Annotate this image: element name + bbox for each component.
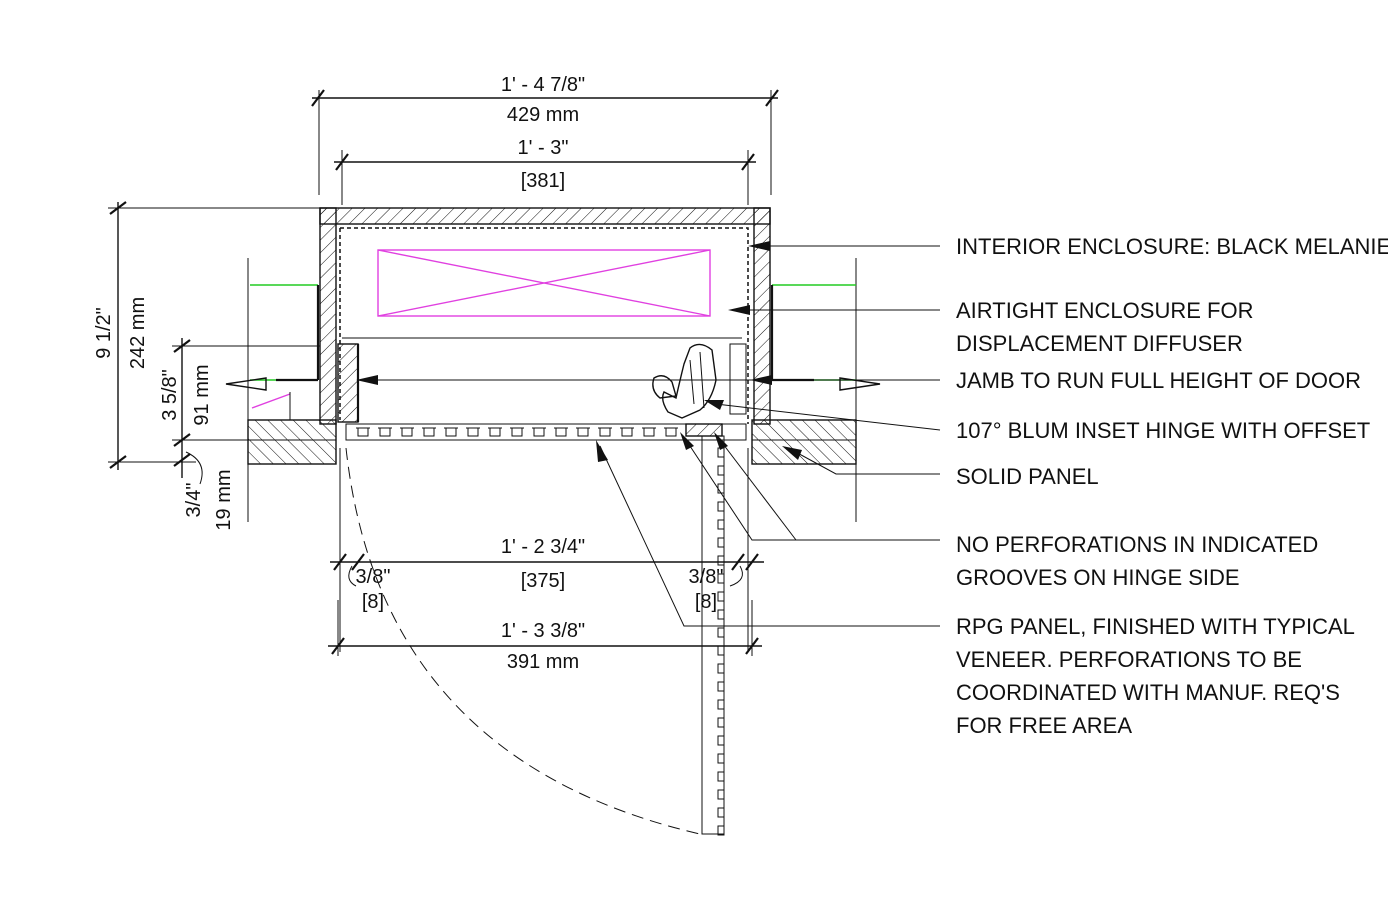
right-gap-imperial: 3/8" — [689, 566, 724, 588]
door-swing — [345, 435, 725, 836]
jamb-height-imperial: 3 5/8" — [159, 369, 181, 421]
panel-groove — [422, 427, 436, 437]
inner-width-metric: [381] — [521, 170, 565, 192]
right-cabinet-side — [751, 258, 881, 522]
jamb-height-metric: 91 mm — [191, 364, 213, 425]
bottom-panel-dimension: 1' - 2 3/4" [375] 3/8" [8] 3/8" [8] — [330, 448, 764, 652]
note-7-line-1: RPG PANEL, FINISHED WITH TYPICAL — [956, 614, 1355, 639]
note-2-line-1: AIRTIGHT ENCLOSURE FOR — [956, 298, 1253, 323]
panel-groove — [466, 427, 480, 437]
overall-width-metric: 429 mm — [507, 104, 579, 126]
panel-thickness-imperial: 3/4" — [183, 483, 205, 518]
panel-groove — [620, 427, 634, 437]
bottom-width-metric: 391 mm — [507, 651, 579, 673]
panel-groove — [598, 427, 612, 437]
top-overall-dimension: 1' - 4 7/8" 429 mm — [311, 74, 779, 195]
panel-width-metric: [375] — [521, 570, 565, 592]
door-notch — [717, 519, 725, 530]
height-metric: 242 mm — [127, 297, 149, 369]
door-notch — [717, 789, 725, 800]
panel-groove — [642, 427, 656, 437]
right-gap-metric: [8] — [695, 591, 717, 613]
hinge-icon — [652, 343, 717, 419]
panel-groove — [510, 427, 524, 437]
door-notch — [717, 735, 725, 746]
panel-groove — [576, 427, 590, 437]
note-1-line-1: INTERIOR ENCLOSURE: BLACK MELANIE — [956, 234, 1388, 259]
note-7-line-2: VENEER. PERFORATIONS TO BE — [956, 647, 1302, 672]
panel-groove — [444, 427, 458, 437]
panel-groove — [356, 427, 370, 437]
door-notch — [717, 717, 725, 728]
panel-groove — [554, 427, 568, 437]
top-inner-dimension: 1' - 3" [381] — [334, 137, 756, 205]
door-notch — [717, 555, 725, 566]
panel-groove — [532, 427, 546, 437]
door-notch — [717, 537, 725, 548]
door-notch — [717, 825, 725, 836]
bottom-width-imperial: 1' - 3 3/8" — [501, 620, 585, 642]
height-imperial: 9 1/2" — [93, 307, 115, 359]
panel-width-imperial: 1' - 2 3/4" — [501, 536, 585, 558]
door-notch — [717, 591, 725, 602]
overall-width-imperial: 1' - 4 7/8" — [501, 74, 585, 96]
panel-groove — [488, 427, 502, 437]
panel-groove — [664, 427, 678, 437]
note-7-line-3: COORDINATED WITH MANUF. REQ'S — [956, 680, 1340, 705]
door-notch — [717, 663, 725, 674]
note-4-line-1: 107° BLUM INSET HINGE WITH OFFSET — [956, 418, 1370, 443]
door-notch — [717, 501, 725, 512]
note-6-line-2: GROOVES ON HINGE SIDE — [956, 565, 1240, 590]
left-cabinet-side — [225, 258, 337, 522]
left-jamb-dimension: 3 5/8" 91 mm 3/4" 19 mm — [159, 338, 320, 531]
door-notch — [717, 771, 725, 782]
left-height-dimension: 9 1/2" 242 mm — [93, 201, 320, 470]
enclosure-body — [319, 207, 771, 425]
panel-groove — [378, 427, 392, 437]
note-2-line-2: DISPLACEMENT DIFFUSER — [956, 331, 1243, 356]
door-notch — [717, 483, 725, 494]
rpg-panel — [345, 423, 747, 441]
door-notch — [717, 681, 725, 692]
door-notch — [717, 573, 725, 584]
door-notch — [717, 753, 725, 764]
notes-list: INTERIOR ENCLOSURE: BLACK MELANIE AIRTIGH… — [956, 234, 1388, 738]
door-notch — [717, 645, 725, 656]
note-5-line-1: SOLID PANEL — [956, 464, 1099, 489]
door-notch — [717, 465, 725, 476]
note-7-line-4: FOR FREE AREA — [956, 713, 1132, 738]
left-gap-imperial: 3/8" — [356, 566, 391, 588]
panel-thickness-metric: 19 mm — [213, 469, 235, 530]
bottom-overall-dimension: 1' - 3 3/8" 391 mm — [328, 600, 762, 673]
displacement-diffuser — [377, 249, 711, 317]
panel-groove — [400, 427, 414, 437]
door-notch — [717, 609, 725, 620]
inner-width-imperial: 1' - 3" — [518, 137, 569, 159]
leader-lines — [356, 241, 941, 627]
left-gap-metric: [8] — [362, 591, 384, 613]
note-6-line-1: NO PERFORATIONS IN INDICATED — [956, 532, 1318, 557]
door-notch — [717, 807, 725, 818]
note-3-line-1: JAMB TO RUN FULL HEIGHT OF DOOR — [956, 368, 1361, 393]
door-notch — [717, 627, 725, 638]
door-notch — [717, 699, 725, 710]
